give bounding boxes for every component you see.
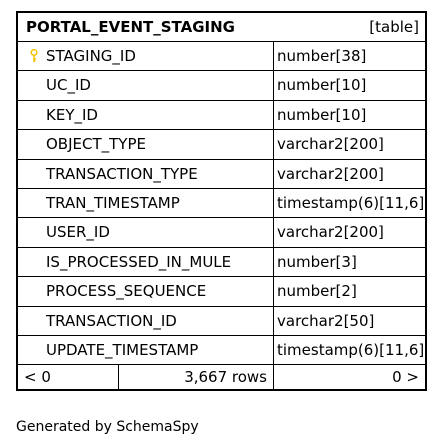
column-divider <box>273 189 274 219</box>
column-divider <box>273 218 274 248</box>
table-row: USER_ID varchar2[200] <box>18 218 425 248</box>
column-divider <box>273 247 274 278</box>
children-count: 0 > <box>392 368 419 386</box>
column-divider <box>273 71 274 101</box>
column-type: timestamp(6)[11,6] <box>277 341 425 359</box>
table-row: OBJECT_TYPE varchar2[200] <box>18 130 425 160</box>
parents-count: < 0 <box>24 368 51 386</box>
table-row: TRANSACTION_ID varchar2[50] <box>18 306 425 336</box>
table-row: PROCESS_SEQUENCE number[2] <box>18 277 425 307</box>
footer-divider <box>118 365 119 389</box>
column-name: UPDATE_TIMESTAMP <box>46 341 199 359</box>
table-row: UPDATE_TIMESTAMP timestamp(6)[11,6] <box>18 336 425 366</box>
column-type: number[10] <box>277 105 367 124</box>
column-name: PROCESS_SEQUENCE <box>46 282 207 301</box>
column-type: timestamp(6)[11,6] <box>277 194 425 212</box>
footer-divider <box>273 365 274 389</box>
column-name: UC_ID <box>46 76 91 95</box>
column-divider <box>273 159 274 189</box>
primary-key-icon <box>30 49 38 62</box>
table-row: IS_PROCESSED_IN_MULE number[3] <box>18 247 425 278</box>
column-divider <box>273 42 274 72</box>
table-row: TRAN_TIMESTAMP timestamp(6)[11,6] <box>18 189 425 219</box>
column-type: number[10] <box>277 76 367 95</box>
table-row: TRANSACTION_TYPE varchar2[200] <box>18 159 425 189</box>
table-row: UC_ID number[10] <box>18 71 425 101</box>
column-name: OBJECT_TYPE <box>46 135 146 154</box>
table-type-label: [table] <box>369 18 419 36</box>
column-name: TRANSACTION_ID <box>46 311 177 330</box>
column-name: IS_PROCESSED_IN_MULE <box>46 252 232 271</box>
column-divider <box>273 100 274 131</box>
column-divider <box>273 336 274 366</box>
generated-by-note: Generated by SchemaSpy <box>16 419 199 435</box>
column-name: KEY_ID <box>46 105 98 124</box>
table-footer: < 0 3,667 rows 0 > <box>18 365 425 389</box>
column-divider <box>273 130 274 160</box>
table-row: KEY_ID number[10] <box>18 100 425 131</box>
table-row: STAGING_ID number[38] <box>18 42 425 72</box>
column-type: varchar2[200] <box>277 135 384 154</box>
column-type: number[2] <box>277 282 357 301</box>
table-header: PORTAL_EVENT_STAGING [table] <box>18 13 425 42</box>
column-type: number[3] <box>277 252 357 271</box>
column-type: number[38] <box>277 47 367 65</box>
column-name: TRAN_TIMESTAMP <box>46 194 180 212</box>
column-name: STAGING_ID <box>46 47 136 65</box>
column-divider <box>273 306 274 336</box>
column-type: varchar2[200] <box>277 223 384 242</box>
column-type: varchar2[50] <box>277 311 375 330</box>
row-count: 3,667 rows <box>184 368 267 386</box>
column-type: varchar2[200] <box>277 164 384 183</box>
column-divider <box>273 277 274 307</box>
column-name: TRANSACTION_TYPE <box>46 164 198 183</box>
table-name: PORTAL_EVENT_STAGING <box>26 18 235 36</box>
column-name: USER_ID <box>46 223 110 242</box>
